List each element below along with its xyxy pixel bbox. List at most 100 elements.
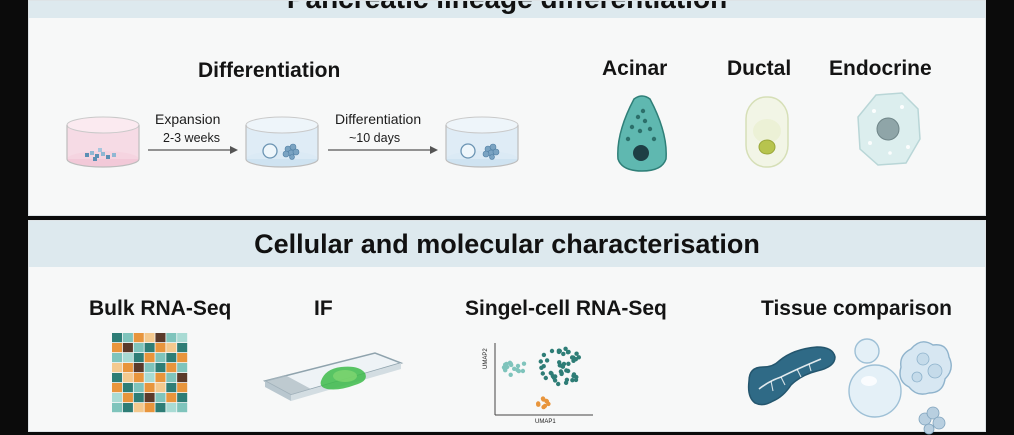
umap-point (544, 399, 550, 404)
heatmap-cell (155, 343, 166, 353)
method-tissue-comparison: Tissue comparison (761, 297, 953, 320)
heatmap-cell (166, 343, 177, 353)
umap-point (540, 396, 546, 401)
section-banner: Cellular and molecular characterisation (29, 221, 985, 267)
umap-point (561, 351, 566, 357)
differentiation-step-label: Differentiation (335, 111, 422, 127)
umap-point (564, 377, 570, 382)
umap-point (508, 372, 513, 377)
umap-point (541, 404, 546, 410)
umap-point (556, 348, 562, 353)
umap-point (512, 366, 517, 371)
differentiation-label: Differentiation (198, 59, 341, 82)
heatmap-cell (177, 353, 188, 363)
differentiation-step-duration: ~10 days (349, 131, 401, 145)
heatmap-cell (122, 363, 133, 373)
heatmap-cell (133, 403, 144, 413)
umap-y-label: UMAP2 (483, 348, 489, 369)
heatmap-cell (122, 383, 133, 393)
differentiation-panel: Pancreatic lineage differentiation Diffe… (28, 0, 986, 216)
umap-point (573, 357, 578, 362)
umap-point (539, 365, 544, 370)
heatmap-cell (177, 383, 188, 393)
cell-type-endocrine: Endocrine (829, 57, 932, 80)
arrow-expansion-icon (148, 146, 238, 154)
heatmap-cell (155, 393, 166, 403)
heatmap-cell (122, 403, 133, 413)
heatmap-cell (144, 393, 155, 403)
umap-x-label: UMAP1 (535, 419, 556, 425)
heatmap-cell (144, 333, 155, 343)
heatmap-cell (112, 403, 123, 413)
heatmap-cell (133, 393, 144, 403)
umap-point (574, 351, 579, 356)
umap-point (563, 346, 568, 351)
method-if: IF (314, 297, 333, 320)
heatmap-cell (166, 353, 177, 363)
heatmap-cell (133, 353, 144, 363)
heatmap-cell (177, 393, 188, 403)
culture-dish-expansion-icon (66, 116, 140, 168)
umap-point (507, 360, 513, 365)
umap-point (561, 361, 567, 367)
umap-point (559, 371, 564, 377)
heatmap-cell (155, 353, 166, 363)
umap-point (549, 348, 555, 354)
heatmap-cell (112, 353, 123, 363)
heatmap-cell (112, 393, 123, 403)
section-banner: Pancreatic lineage differentiation (29, 1, 985, 18)
umap-point (540, 371, 545, 376)
ductal-cell-icon (745, 96, 789, 168)
endocrine-cell-icon (857, 92, 921, 166)
heatmap-cell (166, 383, 177, 393)
umap-point (515, 363, 521, 369)
expansion-label: Expansion (155, 111, 221, 127)
heatmap-cell (122, 353, 133, 363)
umap-point (569, 355, 575, 360)
heatmap-cell (133, 333, 144, 343)
heatmap-cell (112, 373, 123, 383)
heatmap-cell (177, 333, 188, 343)
heatmap-cell (122, 343, 133, 353)
heatmap-cell (133, 343, 144, 353)
heatmap-cell (166, 393, 177, 403)
heatmap-cell (122, 333, 133, 343)
heatmap-cell (155, 373, 166, 383)
umap-point (571, 373, 576, 379)
heatmap-cell (112, 383, 123, 393)
umap-point (550, 374, 556, 379)
umap-point (520, 368, 526, 374)
heatmap-cell (133, 363, 144, 373)
heatmap-cell (177, 403, 188, 413)
umap-point (552, 378, 558, 383)
heatmap-cell (144, 343, 155, 353)
heatmap-cell (155, 363, 166, 373)
heatmap-cell (166, 373, 177, 383)
section-heading: Cellular and molecular characterisation (254, 229, 760, 259)
heatmap-cell (177, 343, 188, 353)
umap-point (543, 375, 548, 381)
culture-dish-organoid-icon (245, 116, 319, 168)
heatmap-cell (122, 393, 133, 403)
heatmap-cell (133, 373, 144, 383)
heatmap-cell (144, 353, 155, 363)
umap-point (556, 381, 561, 387)
heatmap-cell (155, 333, 166, 343)
characterisation-panel: Cellular and molecular characterisation … (28, 220, 986, 435)
heatmap-cell (112, 333, 123, 343)
heatmap-cell (155, 403, 166, 413)
heatmap-cell (122, 373, 133, 383)
heatmap-cell (166, 363, 177, 373)
heatmap-cell (177, 363, 188, 373)
arrow-differentiation-icon (328, 146, 438, 154)
heatmap-cell (144, 373, 155, 383)
umap-point (541, 352, 547, 358)
umap-point (544, 358, 550, 363)
umap-point (503, 362, 508, 367)
umap-scatter-icon (494, 343, 593, 416)
umap-point (570, 378, 575, 383)
umap-point (564, 368, 569, 373)
heatmap-cell (144, 383, 155, 393)
pancreas-tissue-icon (747, 346, 836, 406)
heatmap-cell (112, 343, 123, 353)
